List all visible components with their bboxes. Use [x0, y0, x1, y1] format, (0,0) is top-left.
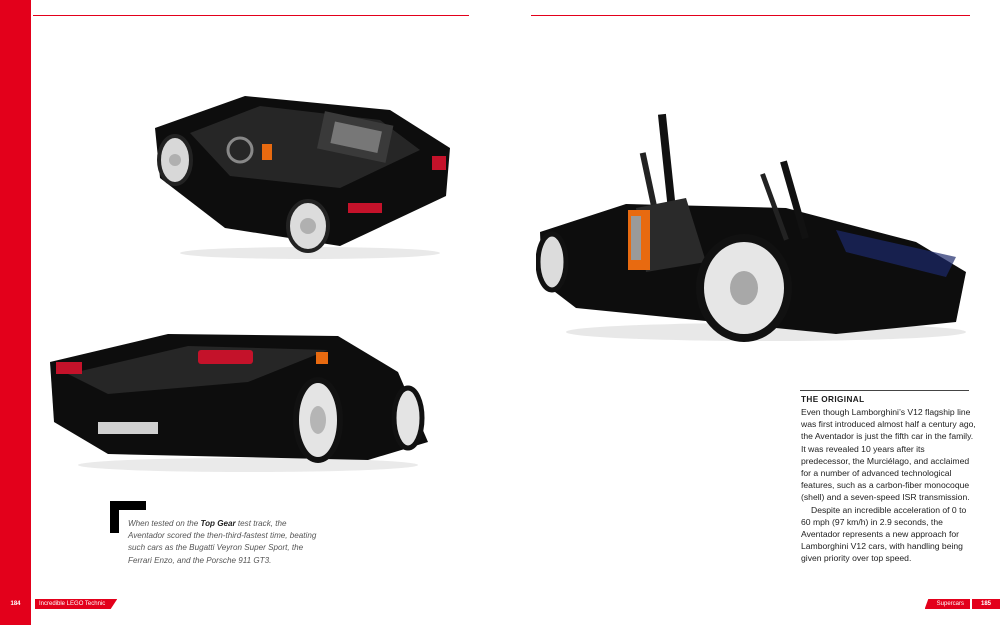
left-page-red-spine — [0, 0, 31, 625]
caption-lead: When tested on the — [128, 519, 201, 528]
sidebar-body: Even though Lamborghini’s V12 flagship l… — [801, 406, 976, 565]
photo-caption: When tested on the Top Gear test track, … — [128, 518, 323, 567]
right-page-top-rule — [531, 15, 970, 16]
caption-rest: test track, the Aventador scored the the… — [128, 519, 317, 565]
sidebar-paragraph-1: Even though Lamborghini’s V12 flagship l… — [801, 407, 976, 503]
photo-front-three-quarter-doors-open — [536, 112, 968, 344]
right-page-footer: Supercars 185 — [924, 599, 1000, 609]
left-running-title: Incredible LEGO Technic — [35, 599, 118, 609]
right-running-title: Supercars — [924, 599, 970, 609]
left-page-footer: 184 Incredible LEGO Technic — [0, 599, 118, 609]
photo-top-rear-view — [150, 88, 456, 260]
sidebar-heading: THE ORIGINAL — [801, 395, 865, 404]
caption-corner-mark — [110, 501, 146, 533]
left-page-top-rule — [33, 15, 469, 16]
sidebar-top-rule — [800, 390, 969, 391]
left-page-number: 184 — [10, 601, 21, 607]
caption-emphasis: Top Gear — [200, 519, 236, 528]
photo-rear-three-quarter-view — [48, 322, 433, 474]
right-page-number: 185 — [972, 599, 1000, 609]
sidebar-paragraph-2: Despite an incredible acceleration of 0 … — [801, 504, 967, 564]
